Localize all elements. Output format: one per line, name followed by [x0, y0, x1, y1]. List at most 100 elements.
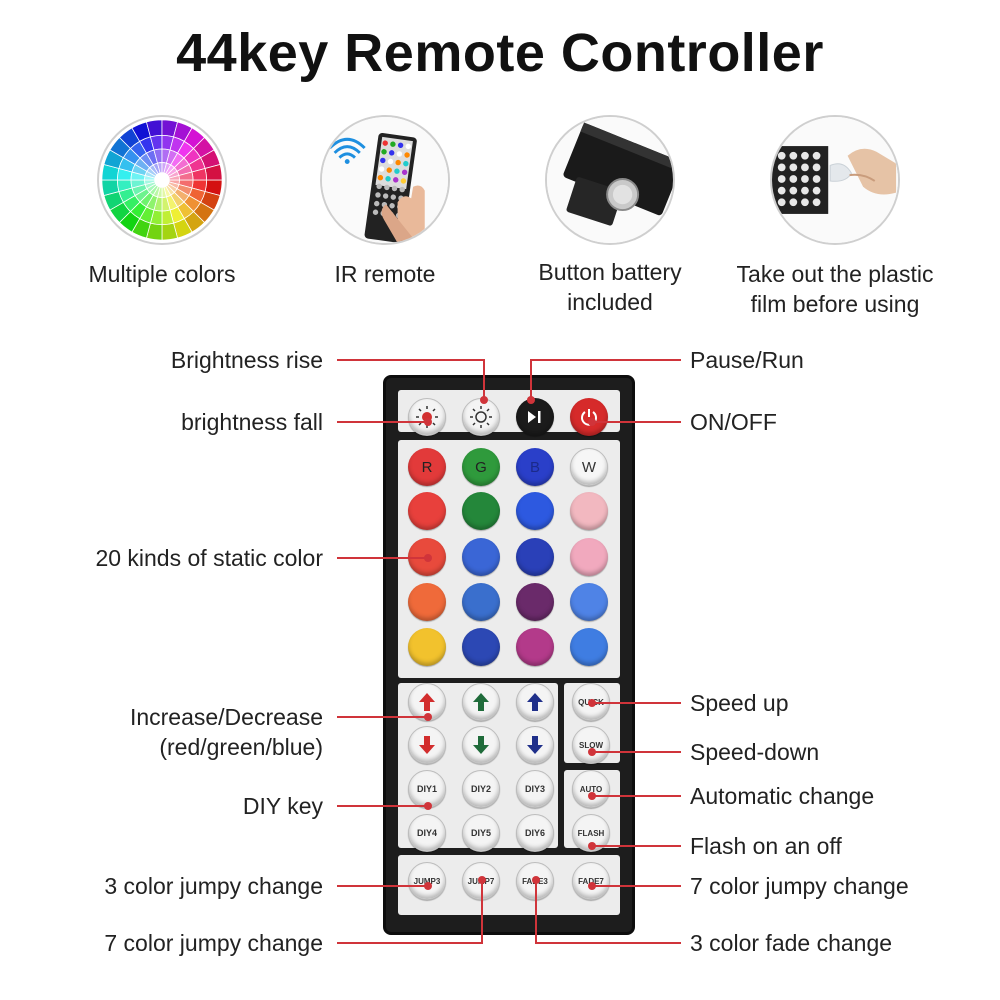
diy4-button[interactable]: DIY4: [408, 814, 446, 852]
callout-flash: Flash on an off: [690, 833, 842, 859]
green-down-button[interactable]: [462, 726, 500, 764]
jump7-button[interactable]: JUMP7: [462, 862, 500, 900]
color-button[interactable]: [408, 628, 446, 666]
button-battery-icon: [547, 117, 673, 243]
color-button[interactable]: [408, 583, 446, 621]
slow-button[interactable]: SLOW: [572, 726, 610, 764]
diy5-label: DIY5: [470, 828, 491, 838]
plastic-film-icon: [772, 117, 898, 243]
diy1-button[interactable]: DIY1: [408, 770, 446, 808]
fade7-button[interactable]: FADE7: [572, 862, 610, 900]
color-button[interactable]: [408, 492, 446, 530]
power-button[interactable]: [570, 398, 608, 436]
feature-label-film: Take out the plastic film before using: [736, 261, 934, 317]
callout-pause-run: Pause/Run: [690, 347, 804, 373]
color-button[interactable]: [516, 538, 554, 576]
callout-auto-change: Automatic change: [690, 783, 875, 809]
diy4-label: DIY4: [416, 828, 437, 838]
callout-diy-key: DIY key: [242, 793, 323, 819]
color-button[interactable]: [462, 492, 500, 530]
color-button[interactable]: [462, 583, 500, 621]
callout-brightness-rise: Brightness rise: [170, 347, 323, 373]
jump3-label: JUMP3: [413, 876, 441, 886]
callout-increase-decrease: Increase/Decrease: [129, 704, 323, 730]
color-button[interactable]: G: [462, 448, 500, 486]
auto-button[interactable]: AUTO: [572, 770, 610, 808]
color-button[interactable]: [516, 583, 554, 621]
color-button[interactable]: R: [408, 448, 446, 486]
red-down-button[interactable]: [408, 726, 446, 764]
green-up-button[interactable]: [462, 683, 500, 721]
color-letter-label: R: [421, 458, 433, 476]
color-button[interactable]: W: [570, 448, 608, 486]
color-button[interactable]: [516, 492, 554, 530]
brightness-rise-button[interactable]: [462, 398, 500, 436]
feature-colors: [97, 115, 227, 245]
callout-on-off: ON/OFF: [690, 409, 777, 435]
blue-up-button[interactable]: [516, 683, 554, 721]
flash-button[interactable]: FLASH: [572, 814, 610, 852]
callout-increase-decrease-sub: (red/green/blue): [159, 734, 323, 760]
color-button[interactable]: [516, 628, 554, 666]
diy6-label: DIY6: [524, 828, 545, 838]
play-pause-icon: [528, 411, 541, 423]
diy2-label: DIY2: [470, 784, 491, 794]
page-title: 44key Remote Controller: [176, 23, 824, 83]
arrow-up-icon: [473, 693, 489, 711]
feature-label-battery: Button battery included: [538, 259, 682, 315]
color-wheel-icon: [101, 119, 223, 241]
brightness-down-icon: [416, 406, 438, 428]
callout-static-color: 20 kinds of static color: [95, 545, 323, 571]
color-letter-label: G: [475, 458, 487, 476]
ir-remote-hand-icon: [322, 117, 448, 243]
quick-button[interactable]: QUICK: [572, 683, 610, 721]
callout-brightness-fall: brightness fall: [181, 409, 323, 435]
pause-run-button[interactable]: [516, 398, 554, 436]
callout-jump7: 7 color jumpy change: [104, 930, 323, 956]
feature-label-colors: Multiple colors: [88, 261, 236, 287]
remote-controller: DIY1 DIY2 DIY3 DIY4 DIY5 DIY6 QUICK SLOW…: [383, 375, 635, 935]
color-button[interactable]: [570, 628, 608, 666]
arrow-up-icon: [419, 693, 435, 711]
callout-speed-down: Speed-down: [690, 739, 820, 765]
fade7-label: FADE7: [578, 876, 604, 886]
quick-label: QUICK: [578, 697, 604, 707]
feature-battery: [545, 115, 675, 245]
arrow-down-icon: [527, 736, 543, 754]
flash-label: FLASH: [577, 828, 605, 838]
arrow-up-icon: [527, 693, 543, 711]
color-letter-label: W: [581, 458, 597, 476]
diy3-button[interactable]: DIY3: [516, 770, 554, 808]
color-button[interactable]: [462, 538, 500, 576]
color-button[interactable]: [408, 538, 446, 576]
callout-speed-up: Speed up: [690, 690, 789, 716]
blue-down-button[interactable]: [516, 726, 554, 764]
diy1-label: DIY1: [416, 784, 437, 794]
callout-fade3: 3 color fade change: [690, 930, 893, 956]
color-letter-label: B: [529, 458, 540, 476]
diy6-button[interactable]: DIY6: [516, 814, 554, 852]
diy5-button[interactable]: DIY5: [462, 814, 500, 852]
callout-fade7: 7 color jumpy change: [690, 873, 909, 899]
diy2-button[interactable]: DIY2: [462, 770, 500, 808]
color-button[interactable]: [462, 628, 500, 666]
brightness-up-icon: [470, 406, 492, 428]
color-button[interactable]: [570, 492, 608, 530]
color-button[interactable]: B: [516, 448, 554, 486]
jump7-label: JUMP7: [467, 876, 495, 886]
feature-ir: [320, 115, 450, 245]
feature-film: [770, 115, 900, 245]
slow-label: SLOW: [579, 740, 603, 750]
fade3-button[interactable]: FADE3: [516, 862, 554, 900]
arrow-down-icon: [473, 736, 489, 754]
color-button[interactable]: [570, 538, 608, 576]
arrow-down-icon: [419, 736, 435, 754]
auto-label: AUTO: [579, 784, 603, 794]
jump3-button[interactable]: JUMP3: [408, 862, 446, 900]
fade3-label: FADE3: [522, 876, 548, 886]
feature-label-ir: IR remote: [334, 261, 436, 287]
brightness-fall-button[interactable]: [408, 398, 446, 436]
color-button[interactable]: [570, 583, 608, 621]
red-up-button[interactable]: [408, 683, 446, 721]
diy3-label: DIY3: [524, 784, 545, 794]
